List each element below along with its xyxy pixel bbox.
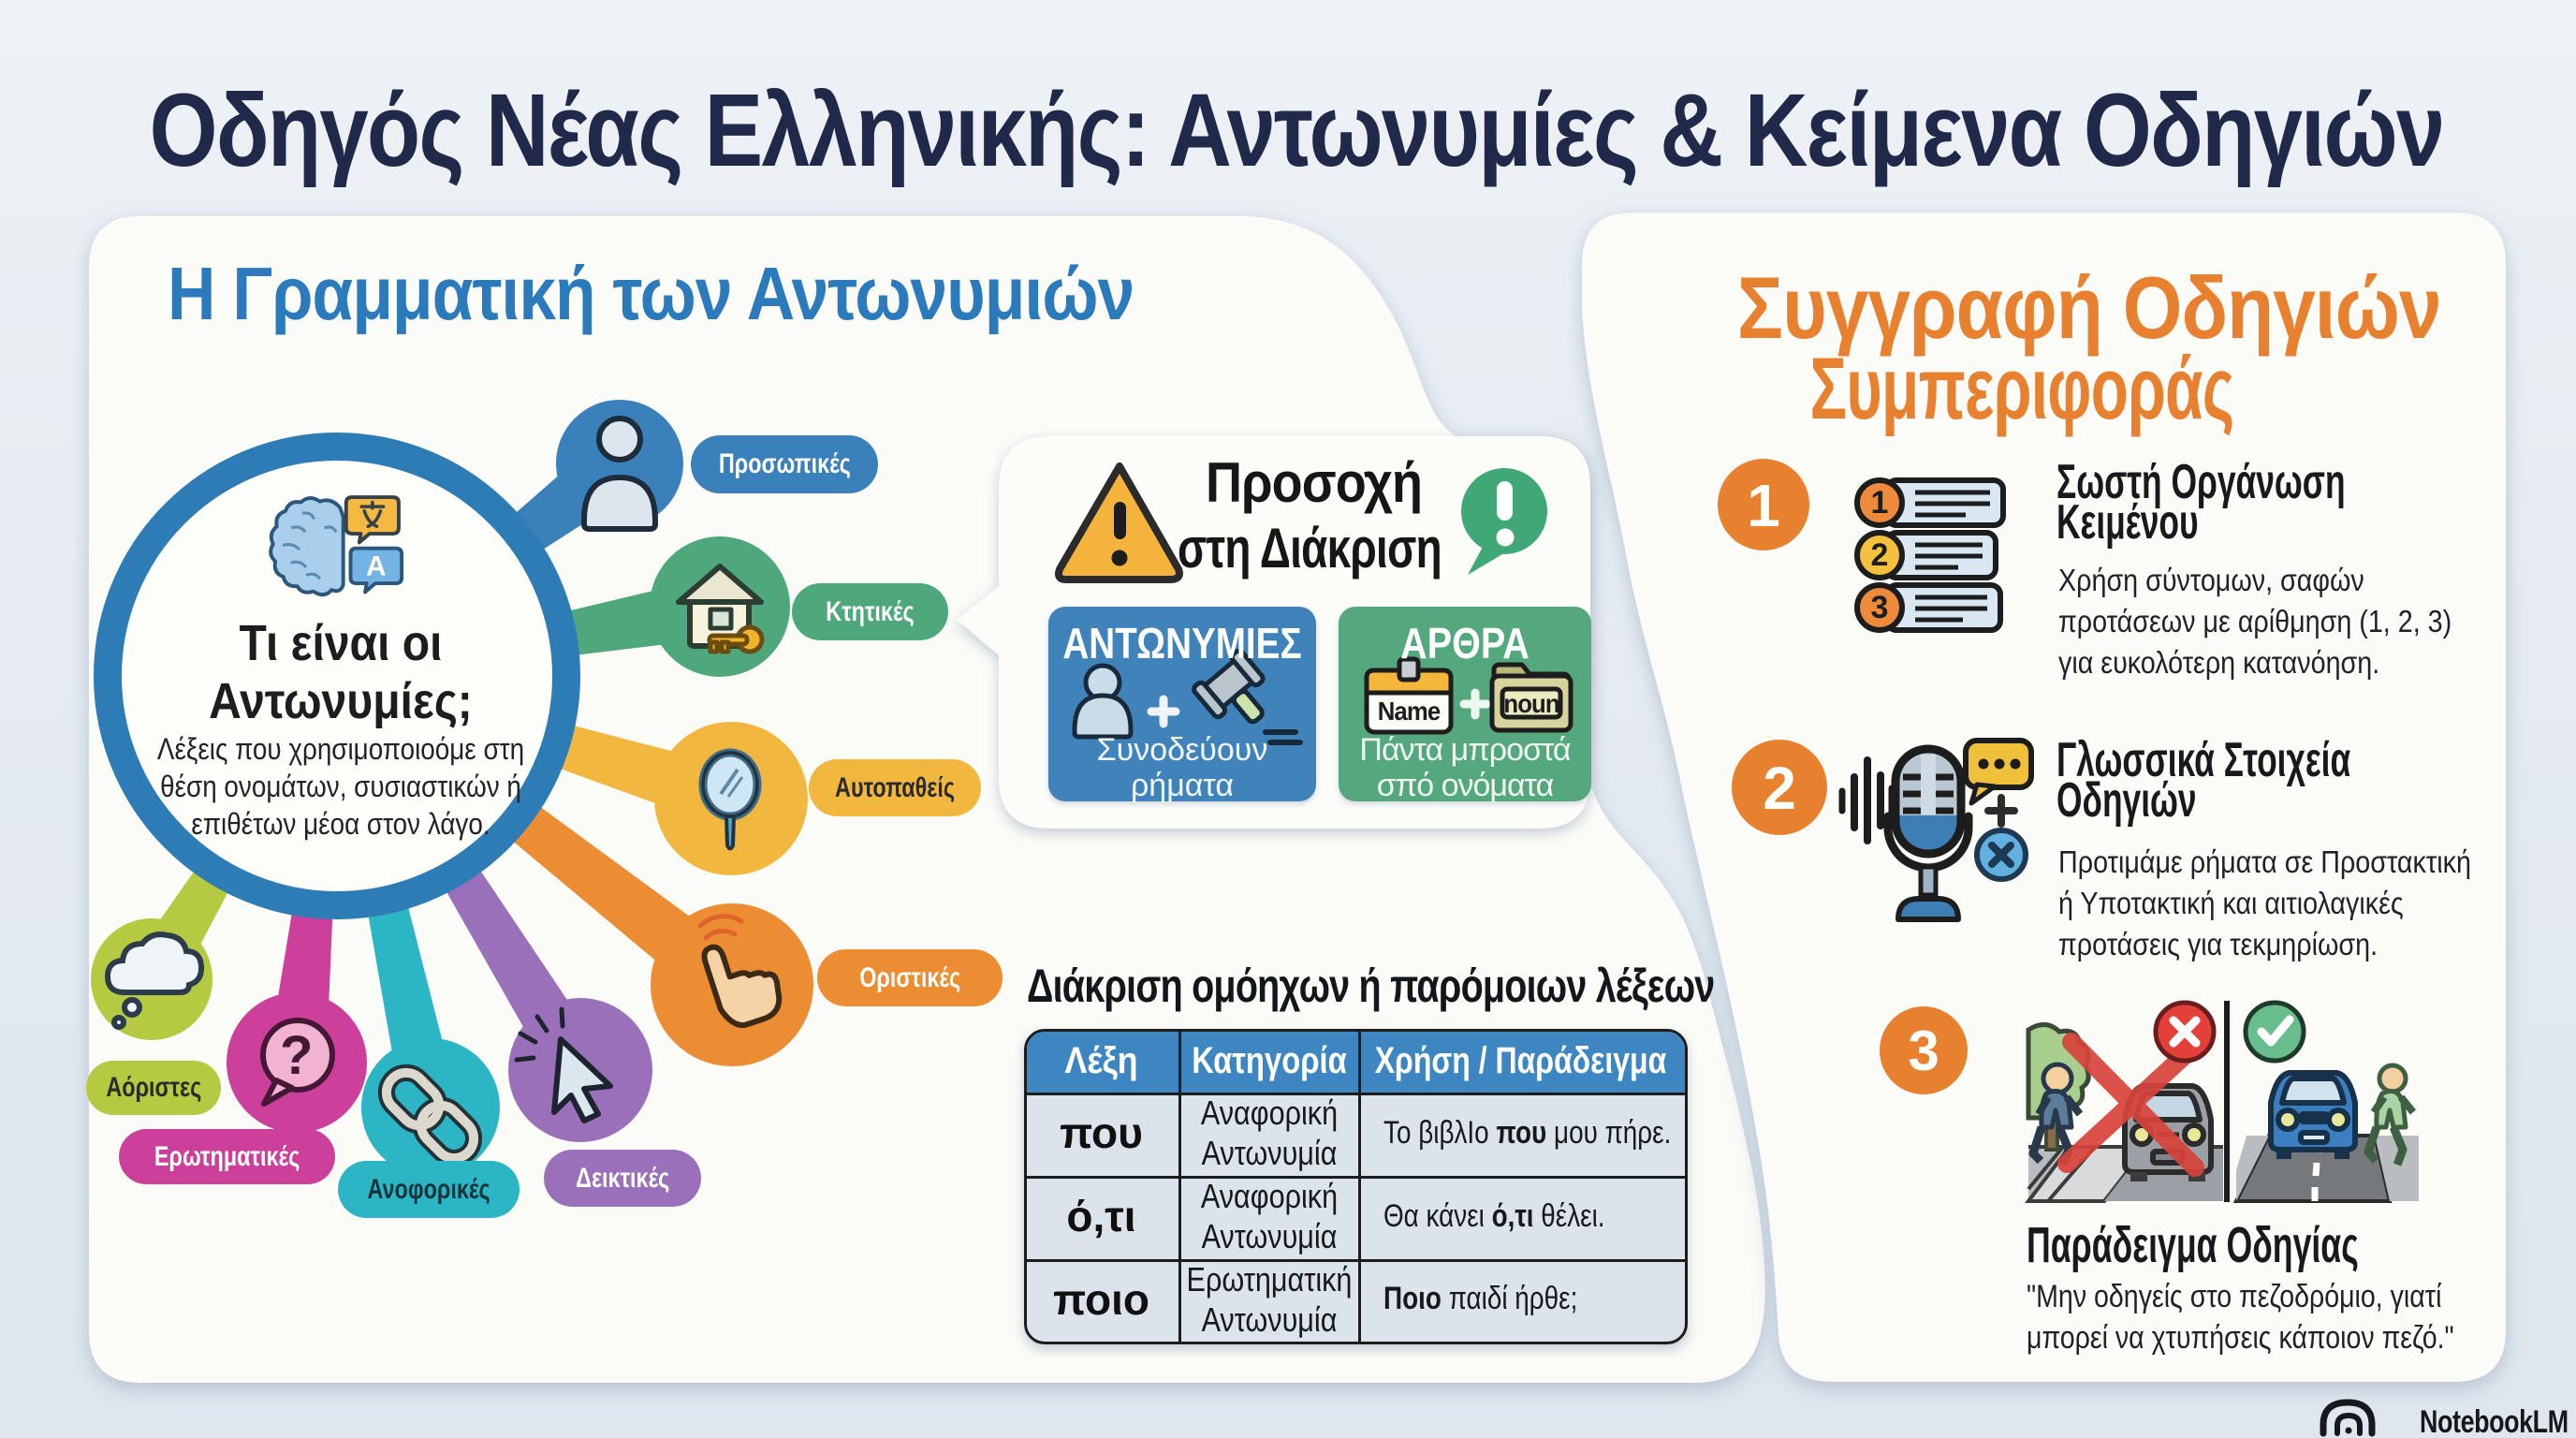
svg-text:3: 3 <box>1871 590 1889 625</box>
svg-text:2: 2 <box>1871 537 1889 573</box>
svg-text:1: 1 <box>1871 485 1889 521</box>
svg-text:A: A <box>366 550 386 581</box>
